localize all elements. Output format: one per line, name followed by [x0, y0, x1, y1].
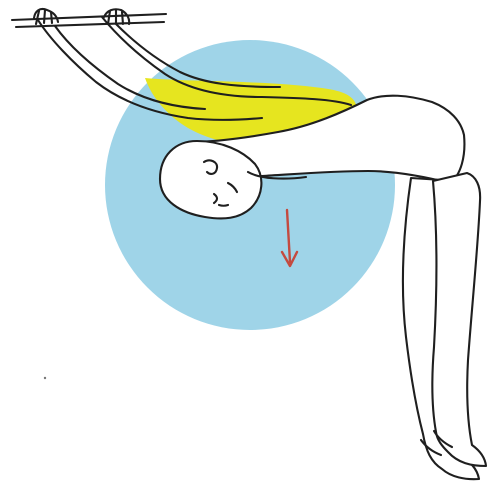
- ballet-barre-lower: [16, 22, 164, 27]
- mouth: [219, 205, 228, 206]
- front-leg: [432, 173, 486, 466]
- small-mark: [44, 377, 46, 379]
